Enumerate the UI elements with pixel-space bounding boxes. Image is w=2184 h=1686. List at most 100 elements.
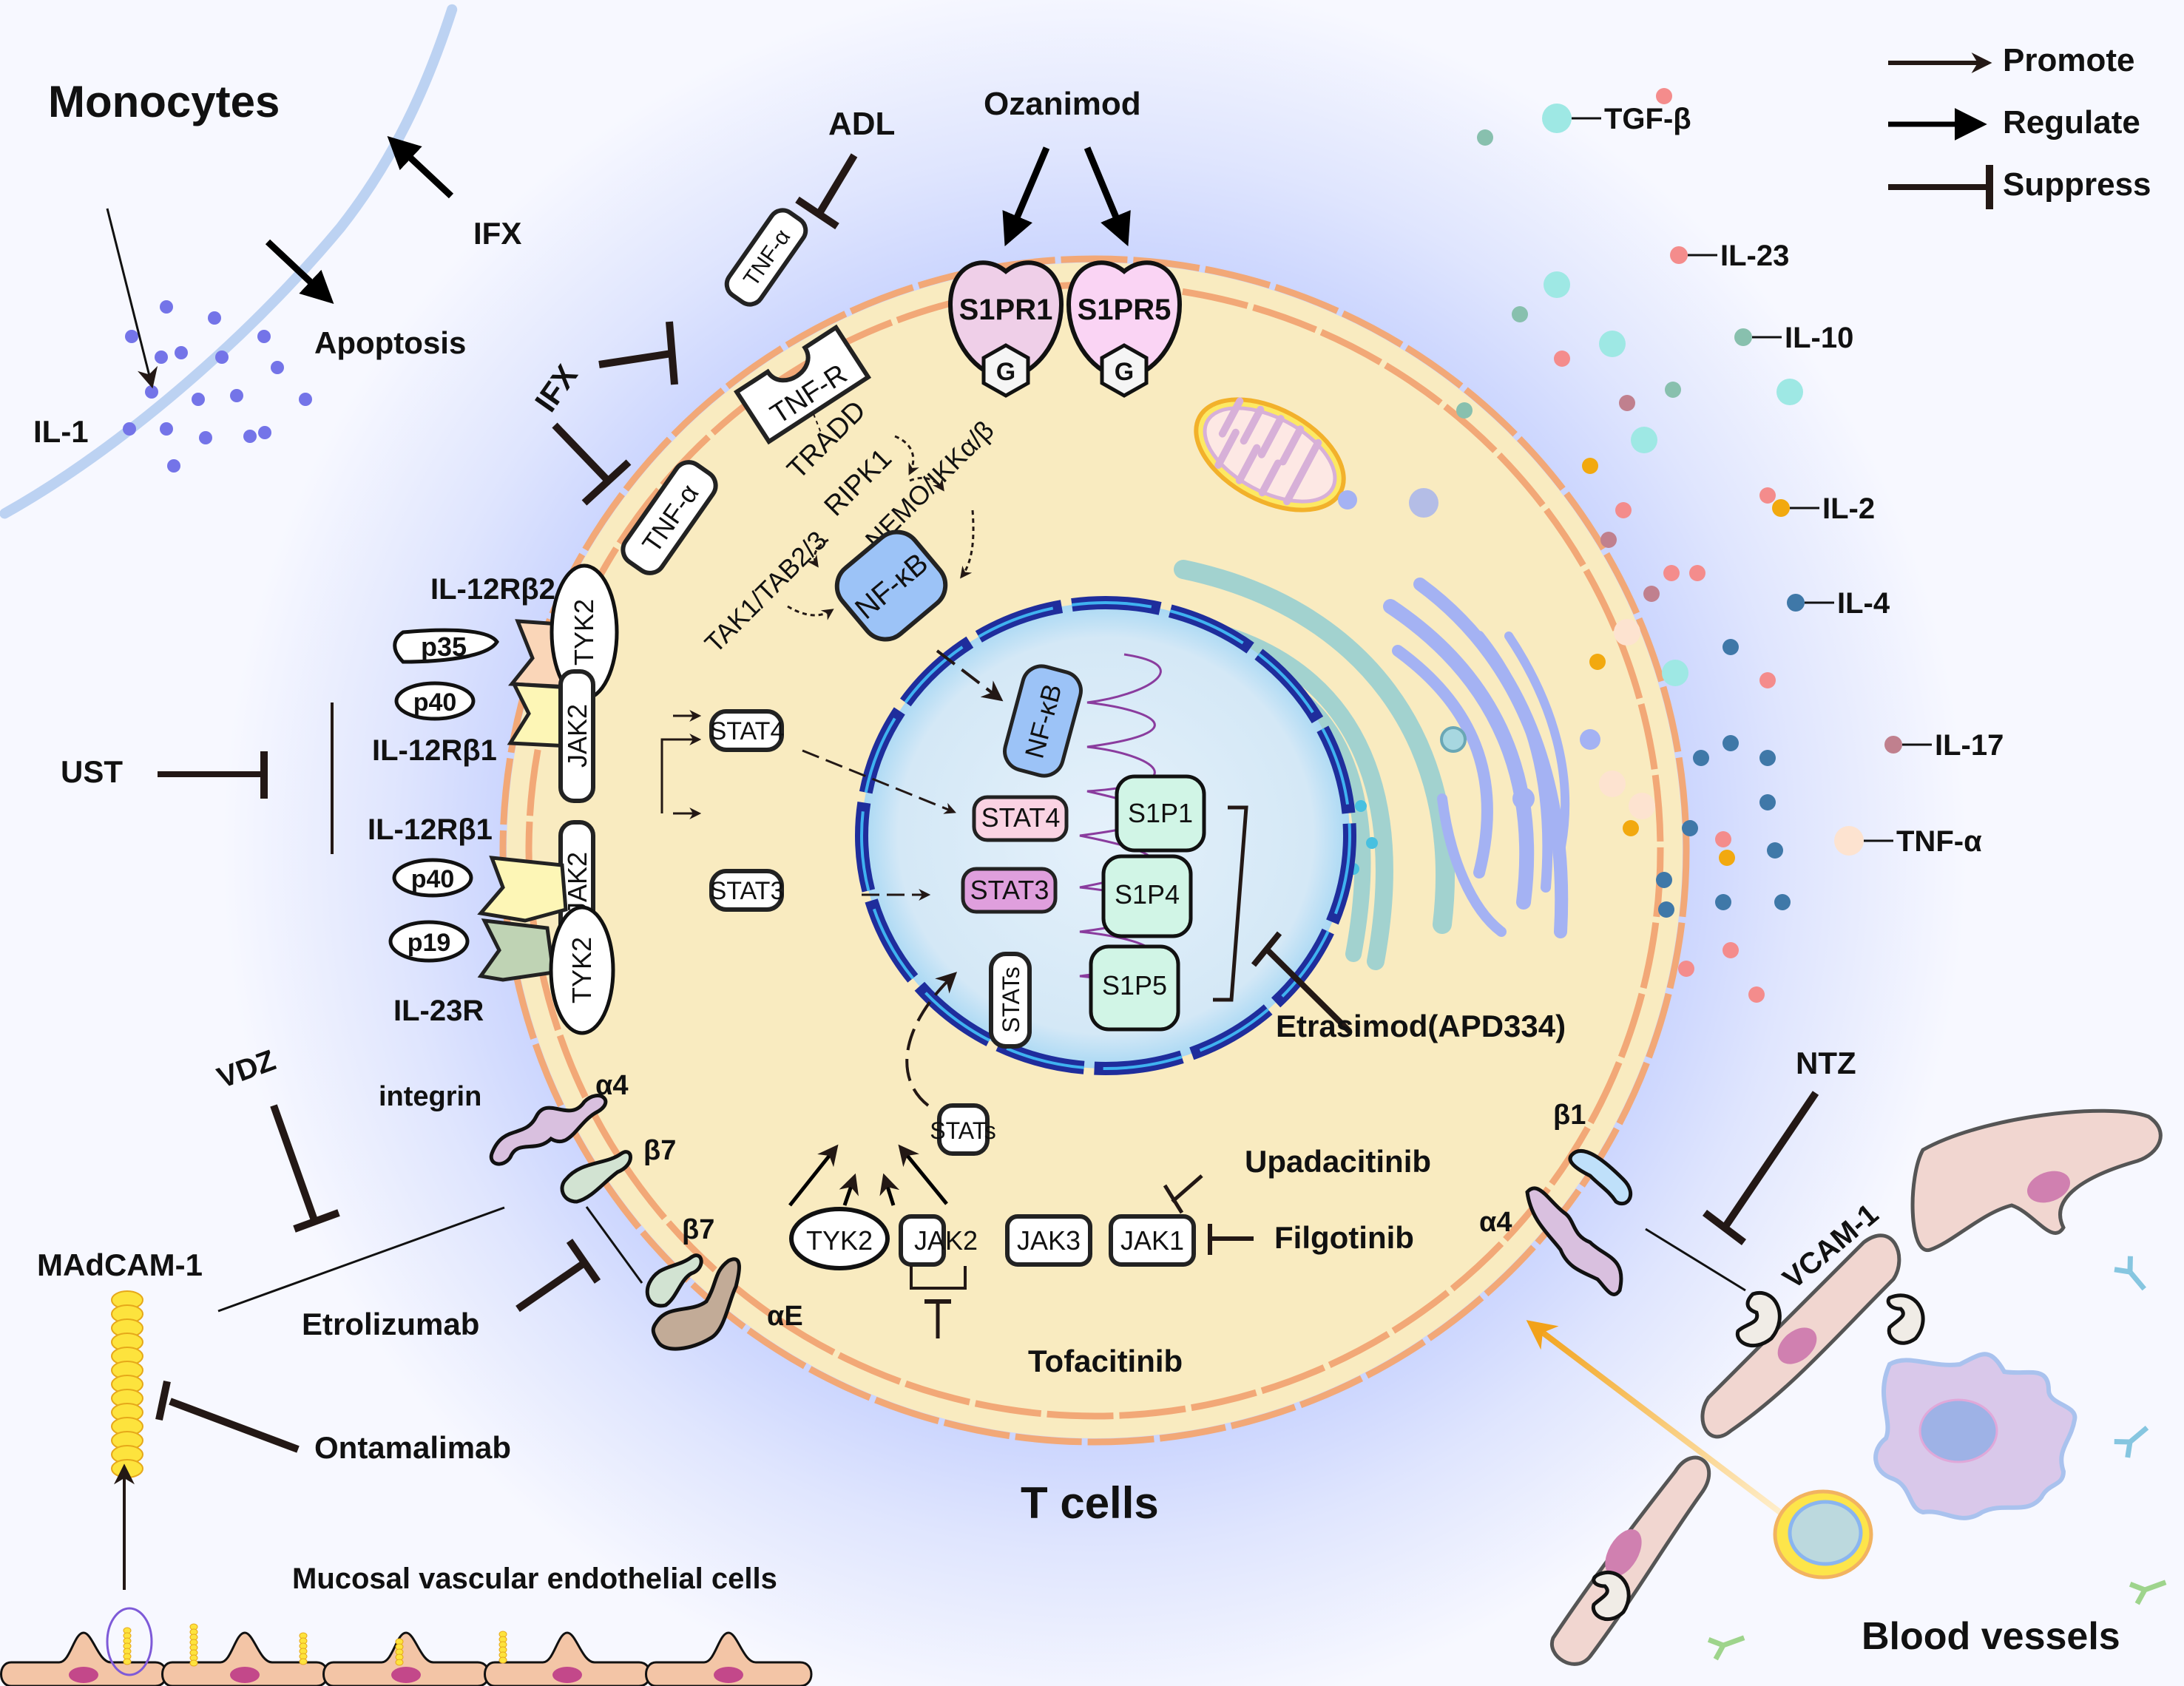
il12rb1-b-label: IL-12Rβ1: [368, 813, 493, 846]
il1-dot: [167, 459, 180, 473]
madcam-molecule: [111, 1290, 143, 1478]
beta7-integrin-b: [645, 1253, 703, 1308]
cytokine-dot: [1512, 306, 1528, 322]
etrasimod-suppress-bar: [1251, 931, 1282, 967]
s1pr1-label: S1PR1: [959, 294, 1053, 326]
tyk2-kinase-label: TYK2: [806, 1225, 873, 1256]
legend-suppress: Suppress: [1888, 165, 2151, 209]
ontamalimab-suppress-line: [169, 1398, 300, 1453]
il12rb1-a-label: IL-12Rβ1: [372, 734, 497, 767]
endothelial-cell: [0, 1631, 168, 1686]
stats-cytoplasm: STATs: [930, 1103, 996, 1156]
alpha4-right-label: α4: [1479, 1207, 1512, 1238]
il1-dot: [257, 330, 271, 343]
cytokine-dot: [1615, 502, 1632, 518]
cytokine-dot: [1658, 901, 1674, 918]
madcam-label: MAdCAM-1: [37, 1247, 203, 1282]
cytokine-dot: [1663, 565, 1680, 581]
cytokine-dot: [1693, 750, 1709, 766]
stat4-translocation-arrow: [802, 749, 956, 814]
cytokine-name: IL-2: [1822, 492, 1875, 525]
macrophage: [1873, 1352, 2077, 1520]
il12rb2-label: IL-12Rβ2: [430, 573, 555, 606]
upadacitinib-label: Upadacitinib: [1245, 1144, 1431, 1179]
il1-dot: [215, 351, 229, 364]
ozanimod-arrow-s1pr1: [1002, 146, 1050, 247]
cytokine-dot: [1599, 331, 1626, 357]
upadacitinib-suppress-line: [1171, 1174, 1203, 1203]
vessel-endothelial-cells: [1549, 1108, 2163, 1666]
il1-dot: [155, 351, 168, 364]
il1-dot: [175, 346, 188, 359]
cytokine-dot: [1477, 129, 1493, 146]
stat4-cytoplasm: STAT4: [709, 709, 785, 752]
il1-dots: [123, 300, 312, 473]
nfkb-cytoplasm: NF-κB: [834, 529, 948, 642]
vdz-suppress-bar: [293, 1209, 340, 1233]
apoptosis-label: Apoptosis: [314, 325, 466, 360]
ust-label: UST: [61, 754, 123, 789]
mucosal-label: Mucosal vascular endothelial cells: [292, 1563, 777, 1595]
s1p-bracket: [1213, 805, 1248, 1002]
ozanimod-arrow-s1pr5: [1083, 146, 1131, 247]
madcam-stalk: [189, 1659, 198, 1667]
cytokine-dot: [1715, 831, 1731, 847]
ozanimod-label: Ozanimod: [984, 86, 1141, 122]
cytokine-dot: [1643, 586, 1660, 602]
s1p5-label: S1P5: [1102, 970, 1167, 1001]
cytokine-dot: [1689, 565, 1705, 581]
stat4-cytoplasm-label: STAT4: [710, 717, 785, 745]
adl-suppress-line: [815, 153, 858, 217]
stat3-nuclear: STAT3: [961, 867, 1058, 914]
endothelial-cell: [645, 1631, 813, 1686]
upadacitinib-suppress-bar: [1163, 1184, 1184, 1214]
s1pr1-receptor: S1PR1 G: [947, 260, 1064, 398]
adl-suppress-bar: [795, 196, 839, 230]
etrolizumab-suppress-line: [515, 1259, 586, 1313]
cytokine-dot: [1722, 942, 1739, 958]
cytokine-label-3: IL-2: [1772, 492, 1875, 525]
s1pr5-label: S1PR5: [1078, 294, 1172, 326]
p19-label: p19: [408, 929, 451, 957]
s1p-receptors: S1PR1 G S1PR5 G: [947, 260, 1183, 398]
nfkb-nuclear: NF-κB: [1003, 664, 1083, 778]
cytokine-label-5: IL-17: [1884, 729, 2004, 762]
ifx-suppress-line-1: [598, 350, 672, 368]
cytokine-label-0: TGF-β: [1542, 103, 1691, 135]
cytokine-dot: [1665, 382, 1681, 398]
cytokine-dot: [1623, 820, 1639, 836]
jak-kinase-row: TYK2 JAK2 JAK3 JAK1: [789, 1207, 1196, 1270]
madcam-highlight-circle: [106, 1607, 153, 1676]
endothelial-cell: [161, 1631, 329, 1686]
blood-vessels-title: Blood vessels: [1862, 1615, 2120, 1658]
s1p4-gene: S1P4: [1101, 854, 1193, 938]
alpha4-integrin-right: [1525, 1186, 1623, 1296]
cytokine-dot: [1722, 735, 1739, 751]
s1p4-label: S1P4: [1115, 879, 1180, 910]
ifx-suppress-bar-2: [581, 459, 632, 506]
cytokine-dot: [1884, 736, 1902, 754]
tyk2-ellipse-b: TYK2: [549, 905, 615, 1035]
stats-nuclear-entry-arrow: [905, 972, 958, 1107]
il1-dot: [299, 393, 312, 406]
stat3-nuclear-label: STAT3: [970, 875, 1049, 905]
cytokine-label-6: TNF-α: [1834, 825, 1982, 858]
g-protein-label: G: [996, 358, 1015, 386]
p40-ligand-a: p40: [394, 681, 476, 721]
s1p1-gene: S1P1: [1115, 774, 1206, 853]
cytokine-dot: [1759, 750, 1776, 766]
p40-a-label: p40: [413, 688, 457, 717]
alpha4-integrin-left: [489, 1094, 608, 1166]
legend-suppress-label: Suppress: [2003, 166, 2151, 203]
beta7-integrin-a: [560, 1150, 632, 1204]
il1-release-arrow: [106, 208, 158, 389]
il12rb1-receptor-b: [477, 856, 568, 923]
il1-dot: [243, 430, 257, 443]
cytokine-dot: [1614, 619, 1640, 646]
etrasimod-label: Etrasimod(APD334): [1276, 1009, 1566, 1043]
il1-dot: [199, 431, 212, 444]
cytokine-dot: [1678, 961, 1694, 977]
endothelial-cell: [484, 1631, 652, 1686]
